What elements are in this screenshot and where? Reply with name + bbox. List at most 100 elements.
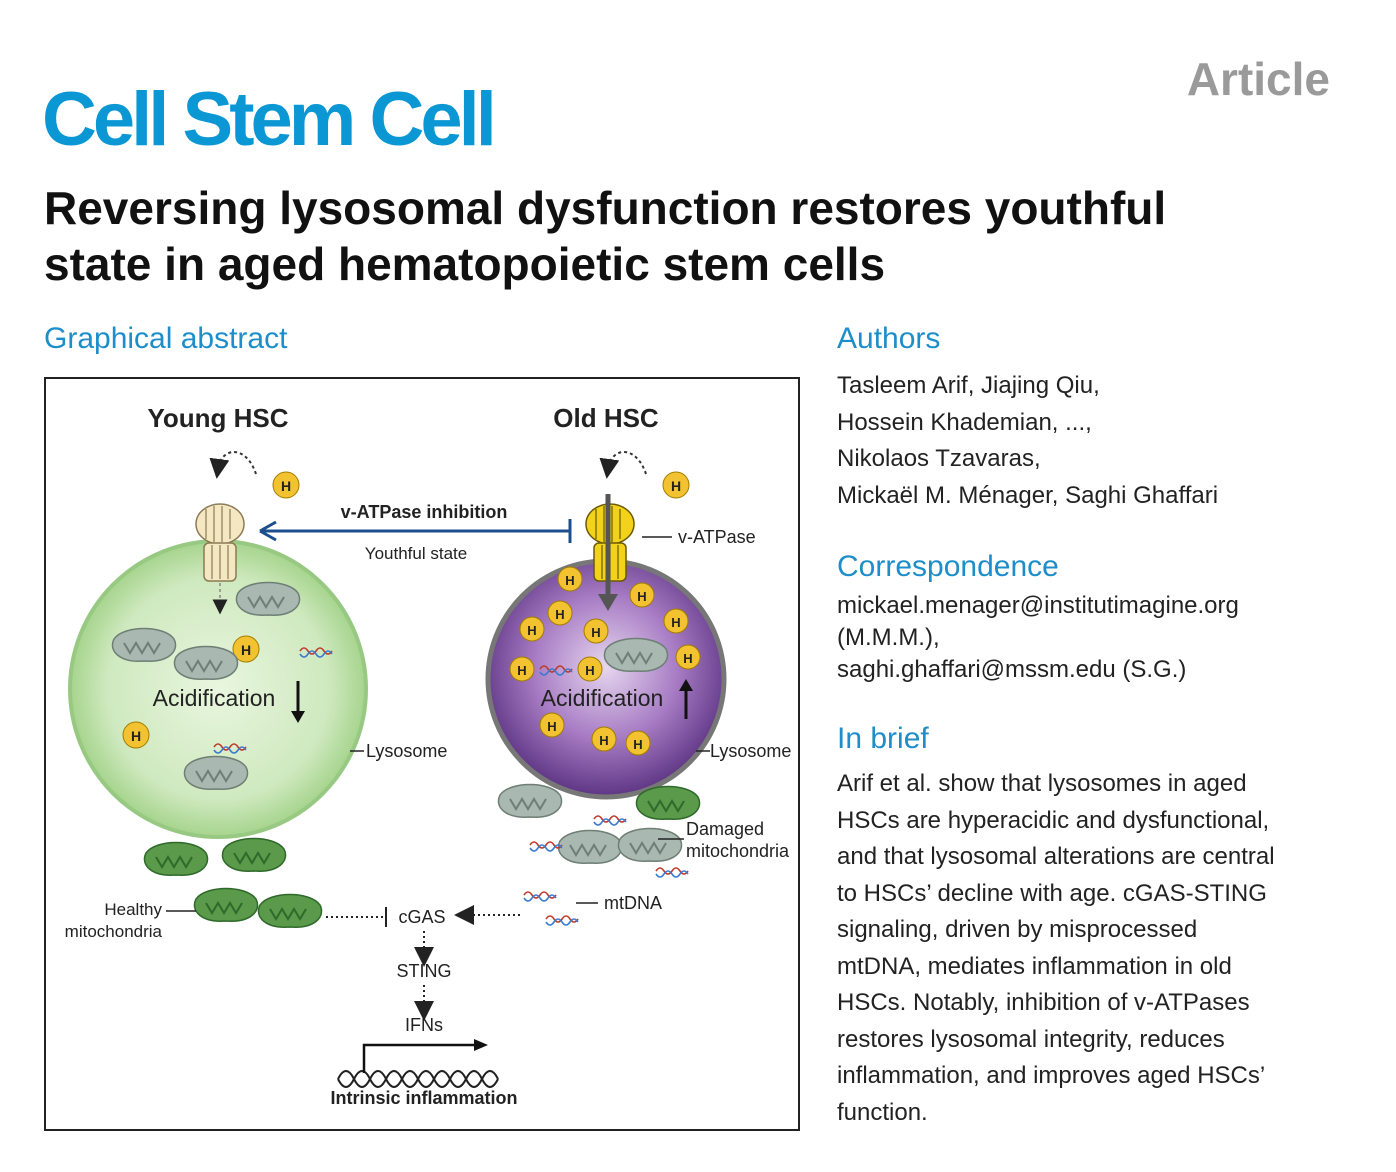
in-brief-text: Arif et al. show that lysosomes in aged … — [837, 766, 1275, 1131]
intrinsic-inflammation-label: Intrinsic inflammation — [330, 1088, 517, 1108]
in-brief-line: mtDNA, mediates inflammation in old — [837, 952, 1232, 980]
proton-icon: H — [519, 616, 545, 642]
author-line: Hossein Khademian, ..., — [837, 408, 1092, 436]
old-acidification-label: Acidification — [541, 685, 664, 711]
youthful-state-label: Youthful state — [365, 544, 467, 563]
svg-text:H: H — [591, 625, 600, 640]
mitochondrion-icon — [173, 645, 239, 681]
proton-icon: H — [625, 730, 651, 756]
young-hsc-title: Young HSC — [147, 403, 288, 433]
healthy-mito-label-2: mitochondria — [65, 922, 163, 941]
in-brief-line: HSCs. Notably, inhibition of v-ATPases — [837, 989, 1250, 1016]
cgas-label: cGAS — [398, 907, 445, 927]
ifns-label: IFNs — [405, 1015, 443, 1035]
mitochondrion-icon — [183, 755, 249, 791]
old-vatpase-icon — [585, 494, 635, 611]
graphical-abstract-heading: Graphical abstract — [44, 322, 288, 355]
damaged-mitochondrion-icon — [557, 829, 623, 865]
svg-text:H: H — [555, 607, 564, 622]
svg-text:H: H — [281, 478, 291, 494]
journal-name: Cell Stem Cell — [42, 77, 497, 162]
healthy-mitochondrion-icon — [193, 887, 259, 923]
sting-label: STING — [396, 961, 451, 981]
in-brief-line: signaling, driven by misprocessed — [837, 916, 1198, 943]
svg-text:H: H — [585, 663, 594, 678]
paper-title: Reversing lysosomal dysfunction restores… — [44, 180, 1344, 292]
in-brief-line: Arif et al. show that lysosomes in aged — [837, 770, 1247, 797]
mtdna-icon — [655, 867, 689, 878]
proton-icon: H — [272, 471, 300, 499]
in-brief-line: inflammation, and improves aged HSCs’ — [837, 1062, 1266, 1089]
old-hsc-title: Old HSC — [553, 403, 659, 433]
healthy-mitochondrion-icon — [143, 841, 209, 877]
damaged-mitochondrion-icon — [635, 785, 701, 821]
in-brief-line: to HSCs’ decline with age. cGAS-STING — [837, 879, 1267, 907]
proton-icon: H — [547, 600, 573, 626]
proton-icon: H — [662, 471, 690, 499]
young-vatpase-icon — [195, 503, 245, 615]
graphical-abstract-figure: Young HSC Old HSC v-ATPase v-ATPase inhi… — [44, 377, 800, 1131]
mitochondrion-icon — [235, 581, 301, 617]
in-brief-line: function. — [837, 1098, 928, 1126]
correspondence-block: mickael.menager@institutimagine.org (M.M… — [837, 590, 1239, 686]
young-acidification-label: Acidification — [153, 685, 276, 711]
transcription-dna-icon — [337, 1039, 499, 1088]
svg-text:H: H — [547, 719, 556, 734]
proton-icon: H — [591, 726, 617, 752]
in-brief-heading: In brief — [837, 722, 929, 755]
proton-icon: H — [557, 566, 583, 592]
in-brief-line: HSCs are hyperacidic and dysfunctional, — [837, 806, 1270, 834]
mtdna-label: mtDNA — [604, 893, 662, 913]
svg-text:H: H — [517, 663, 526, 678]
graphical-abstract-svg: Young HSC Old HSC v-ATPase v-ATPase inhi… — [65, 403, 792, 1108]
svg-text:H: H — [637, 589, 646, 604]
correspondence-heading: Correspondence — [837, 550, 1059, 583]
svg-text:H: H — [671, 478, 681, 494]
proton-entry-arrow — [599, 451, 647, 479]
healthy-mitochondrion-icon — [221, 837, 287, 873]
mtdna-icon — [523, 891, 557, 902]
authors-list: Tasleem Arif, Jiajing Qiu, Hossein Khade… — [837, 368, 1218, 514]
svg-text:H: H — [527, 623, 536, 638]
in-brief-line: and that lysosomal alterations are centr… — [837, 843, 1275, 870]
proton-icon: H — [539, 712, 565, 738]
mitochondrion-icon — [603, 637, 669, 673]
damaged-mito-label-1: Damaged — [686, 819, 764, 839]
mtdna-icon — [593, 815, 627, 826]
proton-entry-arrow — [209, 451, 257, 479]
damaged-mito-label-2: mitochondria — [686, 841, 790, 861]
svg-text:H: H — [565, 573, 574, 588]
svg-text:H: H — [131, 728, 141, 744]
healthy-mito-label-1: Healthy — [104, 900, 162, 919]
author-line: Nikolaos Tzavaras, — [837, 445, 1041, 472]
svg-text:H: H — [599, 733, 608, 748]
young-lysosome-label: Lysosome — [366, 741, 447, 761]
proton-icon: H — [663, 608, 689, 634]
healthy-mitochondrion-icon — [257, 893, 323, 929]
mtdna-icon — [545, 915, 579, 926]
proton-icon: H — [629, 582, 655, 608]
svg-text:H: H — [671, 615, 680, 630]
correspondence-note: (M.M.M.), — [837, 624, 940, 651]
svg-text:H: H — [241, 642, 251, 658]
proton-icon: H — [122, 721, 150, 749]
vatpase-label: v-ATPase — [678, 527, 756, 547]
svg-text:H: H — [633, 737, 642, 752]
author-line: Tasleem Arif, Jiajing Qiu, — [837, 372, 1100, 399]
correspondence-email[interactable]: mickael.menager@institutimagine.org — [837, 592, 1239, 619]
damaged-mitochondrion-icon — [617, 827, 683, 863]
proton-icon: H — [509, 656, 535, 682]
in-brief-line: restores lysosomal integrity, reduces — [837, 1025, 1225, 1053]
title-line: state in aged hematopoietic stem cells — [44, 238, 886, 290]
authors-heading: Authors — [837, 322, 941, 355]
svg-text:H: H — [683, 651, 692, 666]
proton-icon: H — [583, 618, 609, 644]
proton-icon: H — [232, 635, 260, 663]
proton-icon: H — [675, 644, 701, 670]
correspondence-email[interactable]: saghi.ghaffari@mssm.edu (S.G.) — [837, 656, 1187, 683]
author-line: Mickaël M. Ménager, Saghi Ghaffari — [837, 481, 1219, 509]
proton-icon: H — [577, 656, 603, 682]
damaged-mitochondrion-icon — [497, 783, 563, 819]
mitochondrion-icon — [111, 627, 177, 663]
mtdna-icon — [529, 841, 563, 852]
